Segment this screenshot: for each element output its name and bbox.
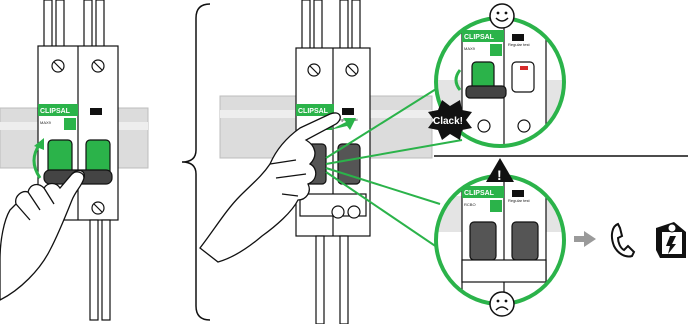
arrow-right-icon <box>574 231 596 247</box>
brand-label-left: CLIPSAL <box>40 108 71 115</box>
pointing-hand-icon <box>199 112 341 263</box>
zoom-circle-incorrect: CLIPSAL Regular test RCBO <box>434 174 566 306</box>
hand-icon <box>0 169 85 301</box>
test-label-top: Regular test <box>508 42 530 47</box>
terminal-screw-icon <box>347 205 361 219</box>
test-label-bottom: Regular test <box>508 198 530 203</box>
middle-panel: CLIPSAL Regular test <box>199 0 433 324</box>
brand-label-middle: CLIPSAL <box>298 108 329 115</box>
group-brace <box>181 3 211 321</box>
electrician-icon <box>656 222 686 258</box>
terminal-screw-icon <box>517 119 531 133</box>
model-label-top: MAX9 <box>464 46 476 51</box>
sad-face-icon <box>489 291 515 317</box>
push-arrow-icon <box>330 118 356 130</box>
cables-top-middle <box>301 0 361 51</box>
clack-sound-label: Clack! <box>433 116 463 127</box>
warning-triangle-icon: ! <box>486 158 514 183</box>
clack-burst: Clack! <box>428 100 472 140</box>
brand-label-bottom: CLIPSAL <box>464 190 495 197</box>
terminal-screw-icon <box>477 119 491 133</box>
left-panel: CLIPSAL MAX9 <box>0 0 149 321</box>
warning-mark: ! <box>497 167 502 183</box>
smiley-face-icon <box>489 3 515 29</box>
model-label-left: MAX9 <box>40 120 52 125</box>
brand-label-top: CLIPSAL <box>464 34 495 41</box>
phone-icon <box>610 222 636 258</box>
cables-bottom-left <box>89 219 111 321</box>
cables-top-left <box>43 0 105 49</box>
cables-bottom-middle <box>315 235 349 324</box>
terminal-screw-icon <box>331 205 345 219</box>
model-label-bottom: RCBO <box>464 202 476 207</box>
